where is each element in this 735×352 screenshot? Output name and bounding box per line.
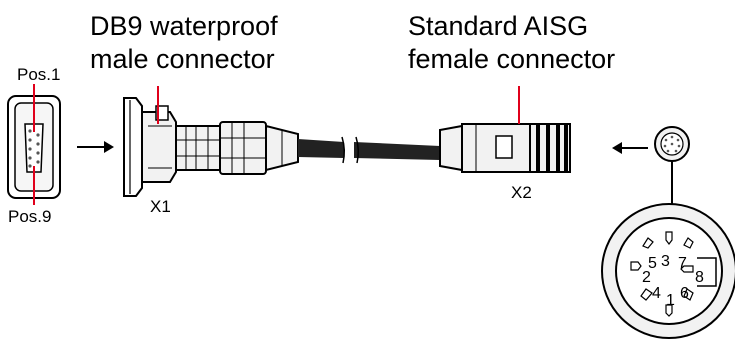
x2-label: X2 (511, 183, 532, 202)
pin-label-6: 6 (680, 285, 689, 302)
aisg-socket-small (654, 126, 690, 162)
pin-label-5: 5 (648, 255, 657, 272)
pos9-label: Pos.9 (8, 207, 51, 226)
aisg-socket-detail (601, 203, 735, 339)
pin-label-3: 3 (661, 253, 670, 270)
db9-socket (7, 95, 61, 199)
pin-label-8: 8 (695, 269, 704, 286)
x2-connector (439, 123, 571, 173)
aisg-title-line1: Standard AISG (408, 11, 588, 41)
db9-title-line2: male connector (90, 44, 275, 74)
cable (298, 136, 440, 164)
pin-label-1: 1 (666, 292, 675, 309)
pin-label-4: 4 (652, 285, 661, 302)
db9-title-line1: DB9 waterproof (90, 11, 278, 41)
x1-connector (123, 97, 299, 197)
pin-label-7: 7 (678, 255, 687, 272)
arrow-right-icon (77, 141, 114, 153)
aisg-title-line2: female connector (408, 44, 615, 74)
x1-label: X1 (150, 197, 171, 216)
pos1-label: Pos.1 (17, 65, 60, 84)
arrow-left-icon (612, 142, 648, 154)
pin-label-2: 2 (642, 269, 651, 286)
